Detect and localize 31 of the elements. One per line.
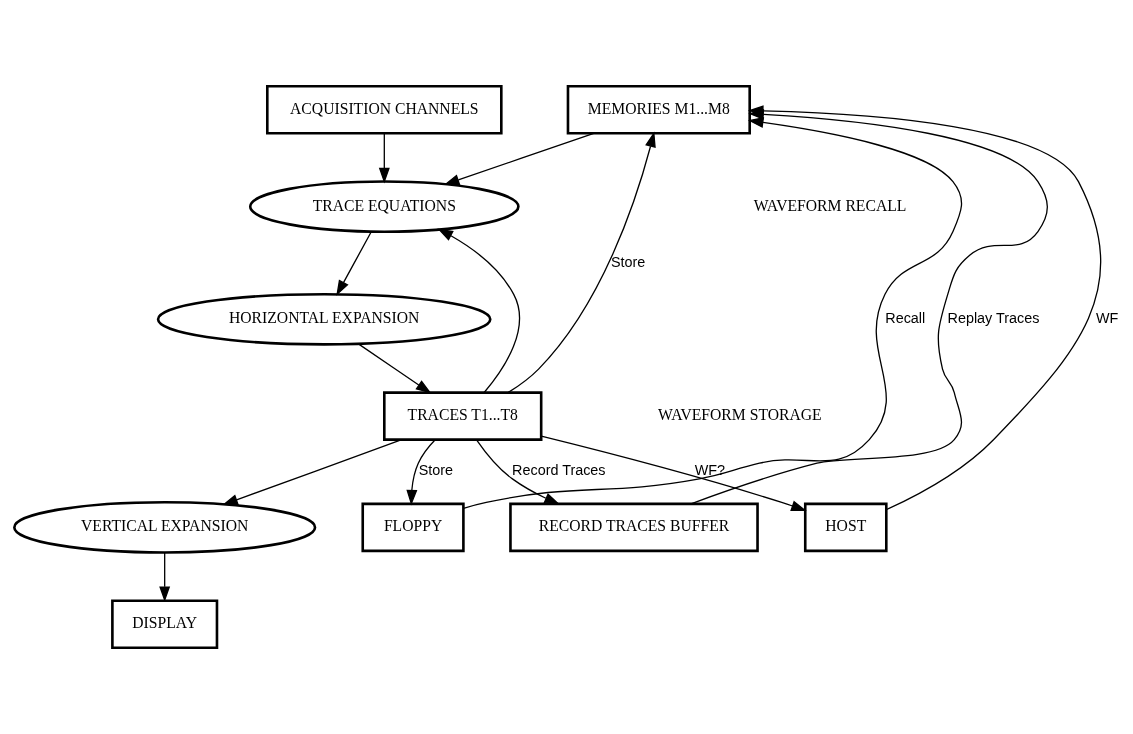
arrow [357,343,432,394]
edge-label: Record Traces [512,461,606,478]
edge-label: Recall [885,309,926,326]
arrow [336,231,372,296]
arrow [507,131,656,394]
arrow [222,439,403,506]
label: WAVEFORM STORAGE [658,406,822,424]
node-ellipse: TRACE EQUATIONS [248,180,520,233]
arrow [406,439,436,506]
edge-label: Store [418,461,454,478]
node-box: FLOPPY [361,502,465,553]
node-ellipse: HORIZONTAL EXPANSION [156,292,492,346]
edge-label: Store [610,253,646,270]
node-box: HOST [803,502,888,553]
arrow [437,228,521,394]
edge-label: WF [1096,309,1119,326]
edge-label: Replay Traces [947,309,1040,326]
node-box: ACQUISITION CHANNELS [266,84,503,135]
node-box: TRACES T1...T8 [383,391,543,441]
arrow [540,435,807,511]
edge-label: WF? [694,461,725,478]
arrow [159,551,171,603]
arrow [462,117,963,509]
node-box: MEMORIES M1...M8 [566,84,751,135]
node-box: RECORD TRACES BUFFER [509,502,759,553]
node-ellipse: VERTICAL EXPANSION [13,501,317,554]
arrow [378,132,390,184]
label: WAVEFORM RECALL [753,196,907,214]
node-box: DISPLAY [111,599,219,650]
arrow [443,132,595,185]
arrow [475,439,560,505]
